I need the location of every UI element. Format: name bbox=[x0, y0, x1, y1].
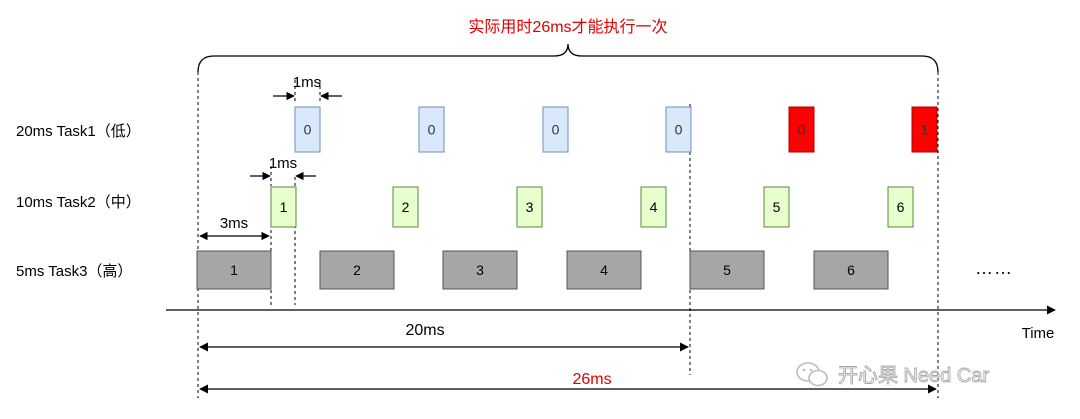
task3-box-label-3: 3 bbox=[476, 262, 484, 278]
row-label-task2: 10ms Task2（中） bbox=[16, 194, 141, 211]
watermark-text: 开心果 Need Car bbox=[838, 365, 989, 387]
task2-box-label-6: 6 bbox=[897, 199, 905, 215]
task2-box-label-3: 3 bbox=[526, 199, 534, 215]
task1-boxes: 0 0 0 0 0 1 bbox=[294, 106, 938, 153]
task3-box-6 bbox=[813, 250, 889, 290]
task1-box-2 bbox=[418, 106, 445, 153]
span-brace bbox=[197, 43, 939, 73]
task2-box-6 bbox=[887, 186, 914, 228]
task1-box-4 bbox=[665, 106, 692, 153]
guide-lines bbox=[197, 72, 939, 398]
task3-boxes: 1 2 3 4 5 6 bbox=[196, 250, 889, 290]
task3-box-4 bbox=[566, 250, 642, 290]
task2-box-1 bbox=[270, 186, 297, 228]
task2-box-5 bbox=[763, 186, 790, 228]
wechat-logo-icon bbox=[796, 362, 828, 387]
three-ms-label: 3ms bbox=[220, 215, 248, 232]
row-label-task3: 5ms Task3（高） bbox=[16, 263, 132, 280]
diagram-title: 实际用时26ms才能执行一次 bbox=[468, 18, 667, 36]
task3-box-label-2: 2 bbox=[353, 262, 361, 278]
task2-box-label-2: 2 bbox=[402, 199, 410, 215]
task1-box-label-3: 0 bbox=[552, 122, 560, 138]
task3-box-5 bbox=[689, 250, 765, 290]
task2-box-label-5: 5 bbox=[773, 199, 781, 215]
task1-box-label-4: 0 bbox=[675, 122, 683, 138]
task2-box-label-1: 1 bbox=[280, 199, 288, 215]
task3-box-2 bbox=[319, 250, 395, 290]
twenty-ms-label: 20ms bbox=[405, 322, 444, 339]
task1-box-3 bbox=[542, 106, 569, 153]
task3-box-label-5: 5 bbox=[723, 262, 731, 278]
task1-box-label-2: 0 bbox=[428, 122, 436, 138]
task2-box-3 bbox=[516, 186, 543, 228]
task1-box-label-5: 0 bbox=[798, 122, 806, 138]
task1-box-1 bbox=[294, 106, 321, 153]
task1-box-5 bbox=[788, 106, 815, 153]
watermark: 开心果 Need Car bbox=[796, 362, 990, 387]
task2-boxes: 1 2 3 4 5 6 bbox=[270, 186, 914, 228]
one-ms-top-label: 1ms bbox=[293, 74, 321, 91]
task3-box-3 bbox=[442, 250, 518, 290]
task1-box-label-6: 1 bbox=[921, 122, 929, 138]
task3-box-label-6: 6 bbox=[847, 262, 855, 278]
ellipsis: …… bbox=[975, 258, 1013, 278]
task1-box-label-1: 0 bbox=[304, 122, 312, 138]
twenty-six-ms-label: 26ms bbox=[572, 371, 611, 388]
task3-box-1 bbox=[196, 250, 272, 290]
task3-box-label-1: 1 bbox=[230, 262, 238, 278]
task1-box-6 bbox=[911, 106, 938, 153]
one-ms-mid-label: 1ms bbox=[269, 155, 297, 172]
task2-box-4 bbox=[640, 186, 667, 228]
time-axis-label: Time bbox=[1022, 325, 1055, 342]
row-label-task1: 20ms Task1（低） bbox=[16, 123, 141, 140]
task2-box-2 bbox=[392, 186, 419, 228]
task3-box-label-4: 4 bbox=[600, 262, 608, 278]
task2-box-label-4: 4 bbox=[650, 199, 658, 215]
